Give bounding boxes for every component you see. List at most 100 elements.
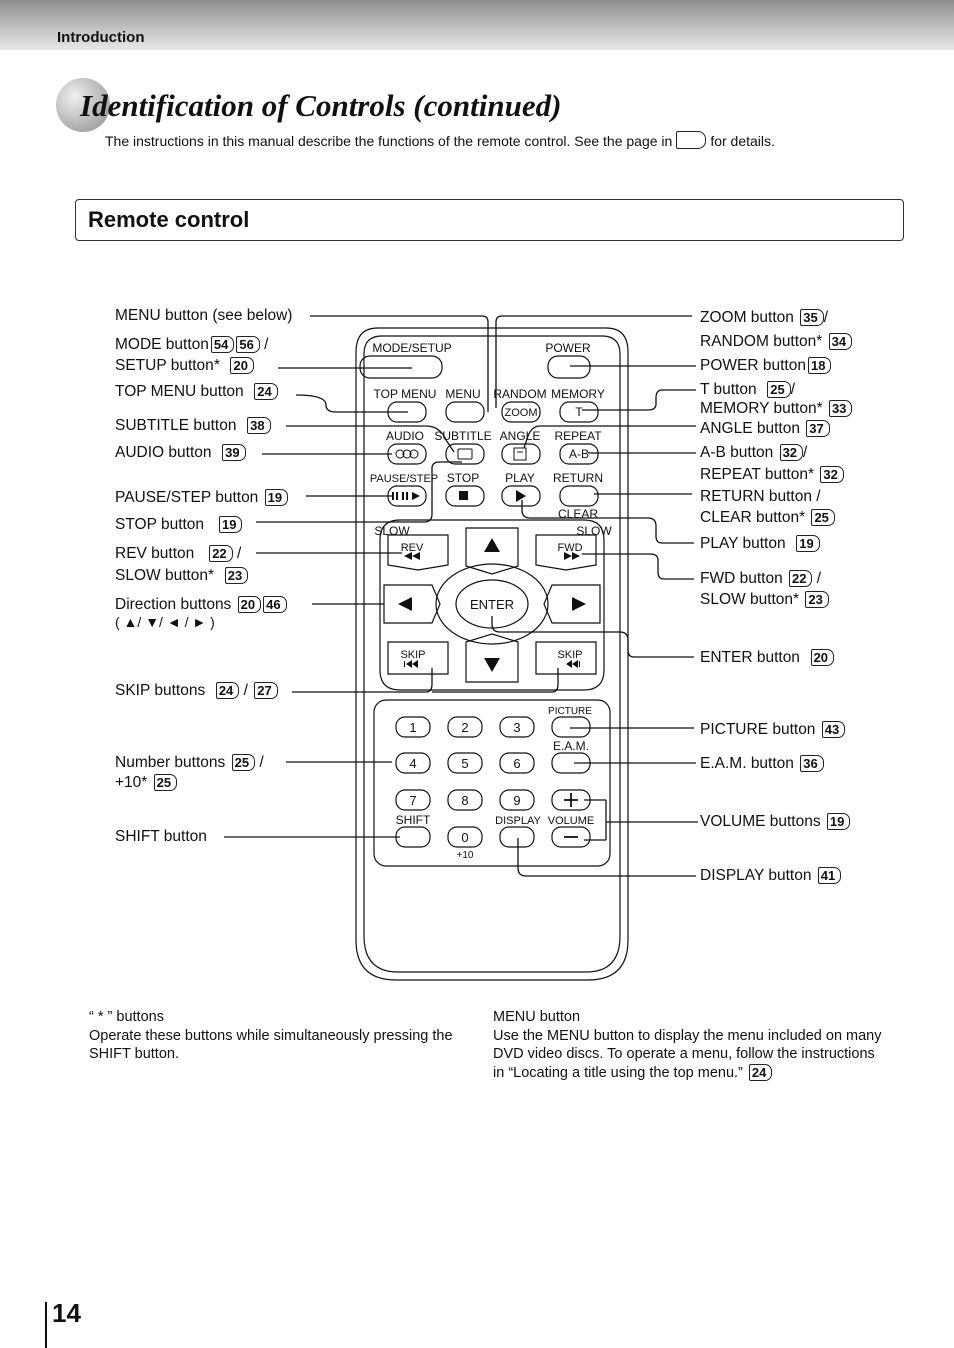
label-topmenu-text: TOP MENU button [115,383,244,400]
display-btn-shape [499,826,535,848]
rem-audio: AUDIO [386,429,424,443]
slash: / [243,682,248,699]
rem-stop: STOP [447,471,479,485]
rem-memory: MEMORY [551,387,605,401]
skip-next-icon [566,660,580,668]
leader-fwd [582,553,694,580]
rem-digit-5: 5 [461,756,468,771]
section-name: Introduction [57,29,145,46]
label-plus10: +10* 25 [115,774,178,792]
label-rev-text: REV button [115,545,195,562]
down-btn-shape [465,633,519,683]
leader-volume [584,799,698,841]
remote-inner [363,335,621,973]
stop-btn [445,485,485,507]
rem-t: T [575,405,583,419]
numpad-area [373,699,611,867]
rem-pause-step: PAUSE/STEP [370,473,438,485]
intro-text: The instructions in this manual describe… [105,131,775,149]
right-btn-shape [543,584,601,624]
star-mark: * [816,333,823,350]
rem-power: POWER [545,341,591,355]
label-repeat: REPEAT button* 32 [700,466,844,484]
slash: / [236,545,242,562]
rev-icon [404,552,420,560]
label-ab: A-B button 32/ [700,444,807,462]
label-memory: MEMORY button* 33 [700,400,853,418]
fwd-icon [564,552,580,560]
up-arrow-icon [484,538,500,552]
ref-audio: 39 [222,444,246,461]
leader-stop [256,461,462,523]
label-rev: REV button 22 / [115,545,241,563]
intro-before: The instructions in this manual describe… [105,133,673,149]
rem-picture: PICTURE [548,706,592,717]
shift-btn-shape [395,826,431,848]
rem-mode-setup: MODE/SETUP [372,341,451,355]
label-shift-text: SHIFT button [115,828,207,845]
ref-setup: 20 [230,357,254,374]
label-repeat-text: REPEAT button [700,466,808,483]
label-number: Number buttons 25 / [115,754,264,772]
label-setup-text: SETUP button [115,357,214,374]
rem-digit-4: 4 [409,756,416,771]
ref-mode-1: 54 [210,336,235,353]
rem-random: RANDOM [493,387,546,401]
ref-subtitle: 38 [247,417,271,434]
down-arrow-icon [484,658,500,672]
num-5-shape [447,752,483,774]
label-menu: MENU button (see below) [115,307,292,325]
label-menu-text: MENU button (see below) [115,307,293,324]
enter-ring [435,563,549,645]
dpad-outer [379,519,605,691]
slash: / [816,570,822,587]
star-mark: * [816,400,823,417]
leader-skip [292,668,559,693]
rem-digit-3: 3 [513,720,520,735]
rem-eam: E.A.M. [553,739,589,753]
left-arrow-icon [398,597,412,611]
ref-display: 41 [817,867,842,884]
ref-volume: 19 [826,813,851,830]
note-menu-body-wrap: Use the MENU button to display the menu … [493,1027,883,1083]
picture-btn-shape [551,716,591,738]
rem-clear: CLEAR [558,507,598,521]
label-audio-text: AUDIO button [115,444,212,461]
audio-icon [395,449,405,459]
note-menu-body: Use the MENU button to display the menu … [493,1027,882,1081]
num-3-shape [499,716,535,738]
up-btn-shape [465,527,519,575]
num-2-shape [447,716,483,738]
note-star-body: Operate these buttons while simultaneous… [89,1027,453,1063]
label-memory-text: MEMORY button [700,400,817,417]
rem-volume: VOLUME [548,815,594,827]
ref-plus10: 25 [153,774,178,791]
label-enter: ENTER button 20 [700,649,835,667]
rem-display: DISPLAY [495,815,541,827]
skip-right-shape [535,641,597,675]
ref-number: 25 [231,754,256,771]
label-setup: SETUP button* 20 [115,357,254,375]
leader-enter [491,616,694,658]
leader-subtitle [286,425,455,453]
skip-prev-icon [404,660,418,668]
label-display: DISPLAY button 41 [700,867,842,885]
leader-zoom [495,315,692,408]
rem-digit-1: 1 [409,720,416,735]
label-dir-sub: ( ▲/ ▼/ ◄ / ► ) [115,614,215,630]
play-btn [501,485,541,507]
label-picture: PICTURE button 43 [700,721,846,739]
label-display-text: DISPLAY button [700,867,812,884]
menu-btn [445,401,485,423]
section-box-title: Remote control [88,207,250,232]
num-8-shape [447,789,483,811]
label-t: T button 25/ [700,381,795,399]
label-slow2-text: SLOW button [700,591,794,608]
ref-rev: 22 [209,545,233,562]
label-shift: SHIFT button [115,828,207,846]
ref-skip-2: 27 [254,682,278,699]
rem-angle: ANGLE [500,429,541,443]
rem-ab: A-B [569,447,589,461]
rem-zoom: ZOOM [505,407,538,419]
